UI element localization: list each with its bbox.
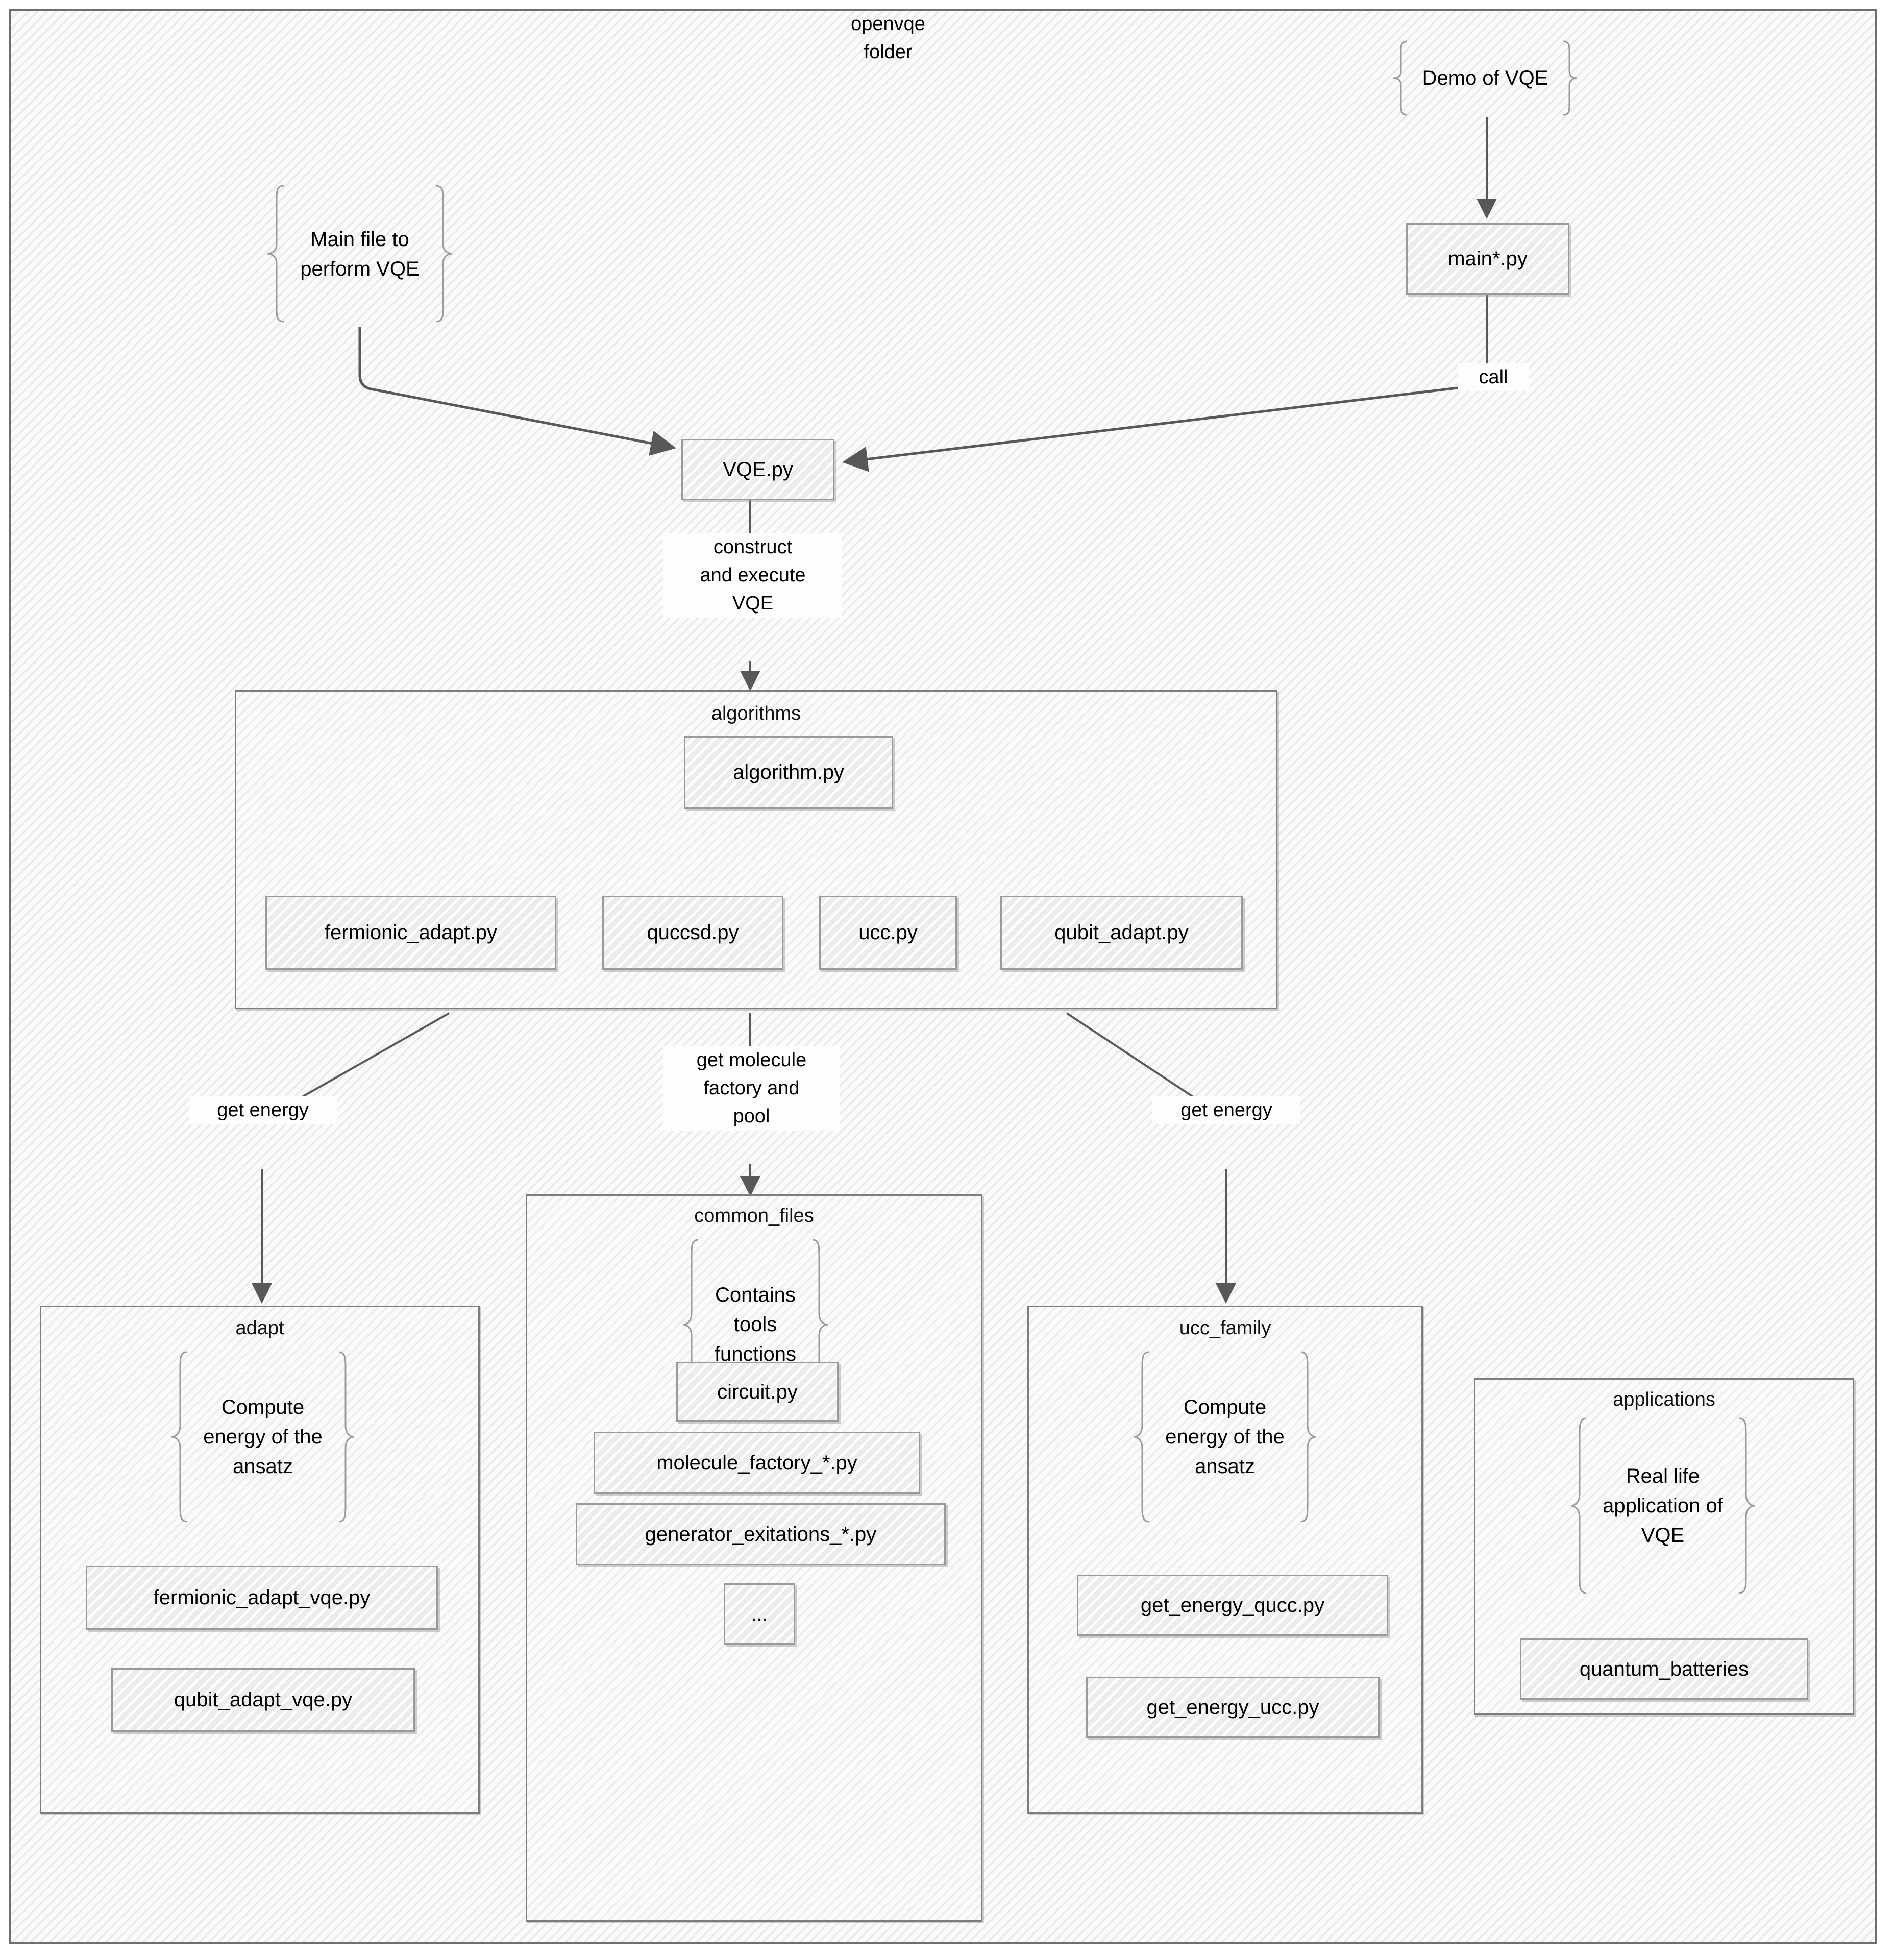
note-ucc-family: Compute energy of the ansatz — [1108, 1348, 1342, 1526]
container-ucc-family-title: ucc_family — [1179, 1317, 1271, 1339]
note-applications-text: Real life application of VQE — [1603, 1465, 1723, 1547]
edge-label-construct-execute: construct and execute VQE — [663, 533, 842, 618]
note-main-file: Main file to perform VQE — [240, 181, 480, 327]
note-adapt-text: Compute energy of the ansatz — [203, 1396, 323, 1478]
node-molecule-factory-py[interactable]: molecule_factory_*.py — [594, 1432, 920, 1494]
left-brace-icon — [1131, 1350, 1152, 1524]
note-common-files: Contains tools functions — [638, 1235, 873, 1414]
node-main-py[interactable]: main*.py — [1406, 223, 1569, 295]
node-circuit-py[interactable]: circuit.py — [676, 1362, 839, 1422]
node-ucc-py[interactable]: ucc.py — [819, 896, 957, 970]
left-brace-icon — [1392, 40, 1409, 116]
edge-label-get-energy-right: get energy — [1152, 1096, 1300, 1125]
container-common-files-title: common_files — [694, 1205, 814, 1227]
node-vqe-py[interactable]: VQE.py — [681, 439, 834, 500]
node-get-energy-ucc-py[interactable]: get_energy_ucc.py — [1086, 1677, 1380, 1738]
note-main-file-text: Main file to perform VQE — [300, 228, 420, 280]
node-fermionic-adapt-py[interactable]: fermionic_adapt.py — [265, 896, 556, 970]
node-qubit-adapt-py[interactable]: qubit_adapt.py — [1000, 896, 1243, 970]
edge-label-get-molecule: get molecule factory and pool — [663, 1046, 840, 1131]
note-common-files-text: Contains tools functions — [714, 1284, 797, 1365]
note-adapt: Compute energy of the ansatz — [143, 1348, 383, 1526]
note-demo-of-vqe-text: Demo of VQE — [1422, 66, 1548, 89]
node-algorithm-py[interactable]: algorithm.py — [684, 736, 893, 809]
left-brace-icon — [169, 1350, 190, 1524]
node-ellipsis[interactable]: ... — [724, 1583, 795, 1645]
right-brace-icon — [1561, 40, 1579, 116]
node-fermionic-adapt-vqe-py[interactable]: fermionic_adapt_vqe.py — [86, 1566, 438, 1630]
edge-label-get-energy-left: get energy — [189, 1096, 337, 1125]
left-brace-icon — [265, 184, 287, 324]
right-brace-icon — [336, 1350, 356, 1524]
page-title: openvqe folder — [851, 13, 925, 63]
node-quccsd-py[interactable]: quccsd.py — [602, 896, 783, 970]
right-brace-icon — [433, 184, 454, 324]
left-brace-icon — [1569, 1416, 1589, 1595]
container-applications-title: applications — [1613, 1389, 1715, 1410]
node-get-energy-qucc-py[interactable]: get_energy_qucc.py — [1077, 1575, 1388, 1636]
node-qubit-adapt-vqe-py[interactable]: qubit_adapt_vqe.py — [111, 1668, 415, 1732]
note-ucc-family-text: Compute energy of the ansatz — [1165, 1396, 1285, 1478]
note-demo-of-vqe: Demo of VQE — [1358, 38, 1613, 117]
node-generator-exitations-py[interactable]: generator_exitations_*.py — [576, 1503, 946, 1565]
note-applications: Real life application of VQE — [1538, 1414, 1788, 1598]
container-adapt-title: adapt — [235, 1317, 284, 1339]
container-algorithms-title: algorithms — [711, 703, 801, 724]
node-quantum-batteries[interactable]: quantum_batteries — [1520, 1638, 1808, 1700]
right-brace-icon — [1736, 1416, 1757, 1595]
right-brace-icon — [1298, 1350, 1318, 1524]
edge-label-call: call — [1458, 363, 1529, 392]
